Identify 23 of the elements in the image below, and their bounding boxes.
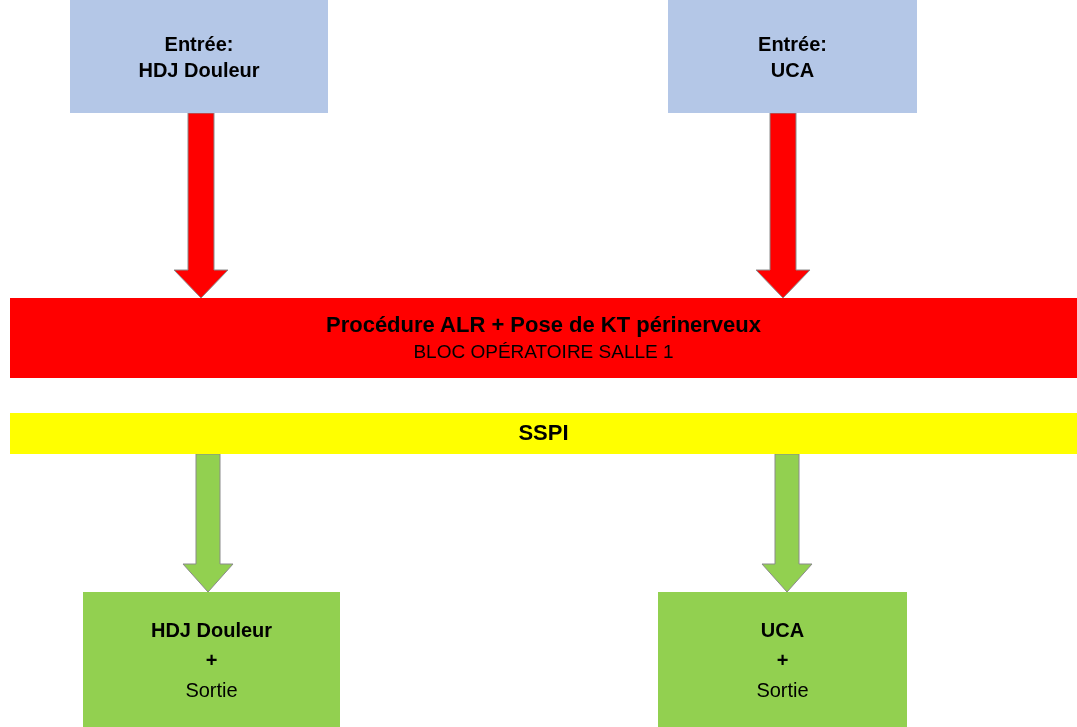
box-title: Entrée: <box>164 31 234 57</box>
box-title: HDJ Douleur <box>150 617 273 643</box>
process-band <box>10 298 1077 378</box>
block-arrow <box>761 453 813 593</box>
box-text: Sortie <box>185 677 238 703</box>
entry-box <box>70 0 328 113</box>
box-text: UCA <box>770 57 815 83</box>
box-text: + <box>776 647 789 673</box>
process-band <box>10 413 1077 454</box>
band-title: Procédure ALR + Pose de KT périnerveux <box>325 311 762 340</box>
exit-box <box>658 592 907 727</box>
block-arrow <box>755 112 811 299</box>
band-title: SSPI <box>518 419 569 448</box>
band-subtitle: BLOC OPÉRATOIRE SALLE 1 <box>413 339 674 364</box>
block-arrow <box>173 112 229 299</box>
box-text: HDJ Douleur <box>138 57 260 83</box>
box-text: + <box>205 647 218 673</box>
exit-box <box>83 592 340 727</box>
entry-box <box>668 0 917 113</box>
box-text: Sortie <box>756 677 809 703</box>
box-title: UCA <box>760 617 805 643</box>
box-title: Entrée: <box>758 31 827 57</box>
block-arrow <box>182 453 234 593</box>
